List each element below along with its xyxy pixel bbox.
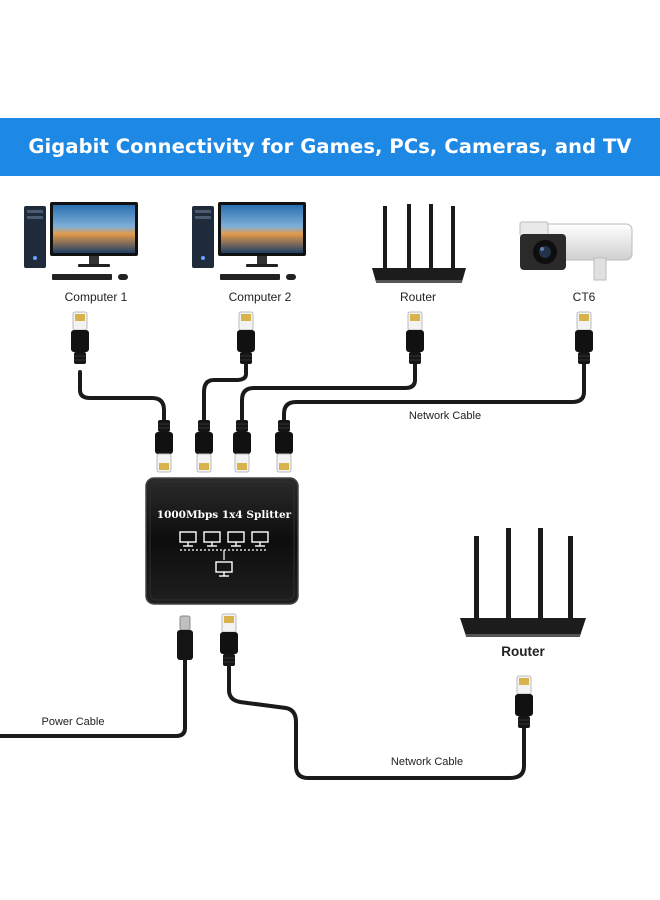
router-icon [372, 204, 466, 283]
computer-2-label: Computer 2 [229, 290, 292, 304]
router-bottom-label: Router [501, 644, 545, 659]
banner-title: Gigabit Connectivity for Games, PCs, Cam… [28, 135, 632, 216]
computer-2-icon [192, 202, 306, 280]
network-cable-top-label: Network Cable [409, 410, 481, 422]
rj45-connector-router-bottom [514, 675, 534, 729]
rj45-connector-uplink [219, 613, 239, 667]
splitter-port-icons [179, 531, 269, 577]
rj45-connector-port-1 [154, 419, 174, 473]
router-top-label: Router [400, 290, 436, 304]
rj45-connector-port-4 [274, 419, 294, 473]
splitter-device: 1000Mbps 1x4 Splitter [145, 477, 299, 605]
power-cable [0, 658, 187, 738]
rj45-connector-camera [574, 311, 594, 365]
computer-1-icon [24, 202, 138, 280]
camera-icon [519, 221, 633, 281]
router-large-icon [460, 528, 586, 637]
computer-1-label: Computer 1 [65, 290, 128, 304]
rj45-connector-computer-1 [70, 311, 90, 365]
rj45-connector-port-2 [194, 419, 214, 473]
rj45-connector-router [405, 311, 425, 365]
splitter-title: 1000Mbps 1x4 Splitter [157, 509, 292, 521]
rj45-connector-computer-2 [236, 311, 256, 365]
title-banner: Gigabit Connectivity for Games, PCs, Cam… [0, 118, 660, 216]
rj45-connector-port-3 [232, 419, 252, 473]
network-cables-top [78, 362, 586, 422]
power-cable-label: Power Cable [42, 716, 105, 728]
network-cable-bottom [227, 664, 526, 780]
usb-c-connector [177, 615, 193, 660]
network-cable-bottom-label: Network Cable [391, 756, 463, 768]
camera-label: CT6 [573, 290, 596, 304]
